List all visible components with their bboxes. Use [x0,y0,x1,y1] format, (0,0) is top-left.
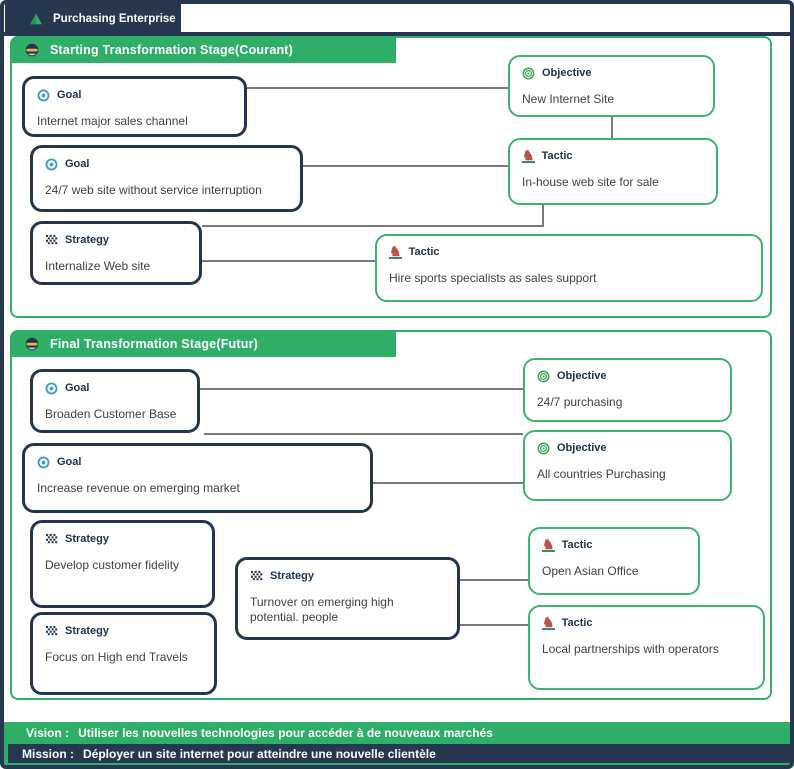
tactic-node-open-asian-office[interactable]: ♞ Tactic Open Asian Office [528,527,700,595]
node-type-label: Goal [57,89,82,101]
vision-bar: Vision : Utiliser les nouvelles technolo… [4,722,790,744]
connector-line [303,165,508,167]
goal-node-broaden-customer-base[interactable]: Goal Broaden Customer Base [30,369,200,433]
node-type-label: Tactic [561,539,593,551]
strategy-node-customer-fidelity[interactable]: Strategy Develop customer fidelity [30,520,215,608]
node-text: Focus on High end Travels [45,650,188,664]
goal-icon [45,382,58,395]
node-text: Local partnerships with operators [542,642,719,656]
node-text: Internet major sales channel [37,114,188,128]
goal-icon [37,89,50,102]
node-type-label: Goal [65,158,90,170]
tactic-node-hire-sports-specialists[interactable]: ♞ Tactic Hire sports specialists as sale… [375,234,763,302]
node-text: Turnover on emerging high potential. peo… [250,595,394,624]
mission-bar: Mission : Déployer un site internet pour… [8,744,790,763]
node-type-label: Goal [57,456,82,468]
tactic-icon: ♞ [389,243,402,259]
node-text: All countries Purchasing [537,467,666,481]
section-final-title: Final Transformation Stage(Futur) [50,336,258,351]
node-text: Broaden Customer Base [45,407,177,421]
node-type-label: Strategy [65,625,110,637]
enterprise-icon [29,12,43,26]
strategy-node-internalize-web[interactable]: Strategy Internalize Web site [30,221,202,285]
goal-node-247-website[interactable]: Goal 24/7 web site without service inter… [30,145,303,212]
top-separator [4,32,790,36]
objective-icon [537,442,550,455]
node-text: In-house web site for sale [522,175,659,189]
tactic-icon: ♞ [542,614,555,630]
objective-icon [522,67,535,80]
tactic-node-inhouse-website[interactable]: ♞ Tactic In-house web site for sale [508,138,718,205]
mission-text: Déployer un site internet pour atteindre… [83,746,436,761]
section-starting-title: Starting Transformation Stage(Courant) [50,42,294,57]
node-type-label: Tactic [541,150,573,162]
stage-icon [25,337,39,351]
goal-icon [45,158,58,171]
node-type-label: Strategy [65,234,110,246]
objective-node-247-purchasing[interactable]: Objective 24/7 purchasing [523,358,732,422]
node-type-label: Tactic [408,246,440,258]
node-type-label: Strategy [270,570,315,582]
node-text: New Internet Site [522,92,615,106]
node-text: Develop customer fidelity [45,558,180,572]
node-text: 24/7 purchasing [537,395,623,409]
tactic-icon: ♞ [542,536,555,552]
node-text: Increase revenue on emerging market [37,481,240,495]
node-text: 24/7 web site without service interrupti… [45,183,262,197]
connector-line [202,225,544,227]
node-text: Internalize Web site [45,259,151,273]
connector-line [373,482,523,484]
node-text: Hire sports specialists as sales support [389,271,597,285]
objective-node-all-countries[interactable]: Objective All countries Purchasing [523,430,732,501]
strategy-icon [45,234,58,247]
strategy-icon [45,533,58,546]
node-type-label: Objective [557,370,607,382]
strategy-node-high-end-travels[interactable]: Strategy Focus on High end Travels [30,612,217,695]
node-type-label: Goal [65,382,90,394]
enterprise-title: Purchasing Enterprise [53,12,176,25]
strategy-icon [45,625,58,638]
connector-line [611,117,613,138]
connector-line [460,624,528,626]
connector-line [247,87,508,89]
vision-text: Utiliser les nouvelles technologies pour… [78,726,493,740]
connector-line [202,260,375,262]
connector-line [542,205,544,226]
strategy-node-turnover-emerging[interactable]: Strategy Turnover on emerging high poten… [235,557,460,640]
enterprise-tab[interactable]: Purchasing Enterprise [5,4,181,33]
vision-label: Vision : [26,726,70,740]
section-final-header[interactable]: Final Transformation Stage(Futur) [10,330,396,357]
section-starting-header[interactable]: Starting Transformation Stage(Courant) [10,36,396,63]
connector-line [204,433,523,435]
node-type-label: Tactic [561,617,593,629]
strategy-icon [250,570,263,583]
stage-icon [25,43,39,57]
tactic-icon: ♞ [522,147,535,163]
mission-label: Mission : [22,746,75,761]
node-type-label: Objective [542,67,592,79]
connector-line [460,579,528,581]
node-type-label: Strategy [65,533,110,545]
goal-icon [37,456,50,469]
connector-line [200,388,523,390]
node-type-label: Objective [557,442,607,454]
goal-node-internet-major-sales[interactable]: Goal Internet major sales channel [22,76,247,137]
objective-icon [537,370,550,383]
goal-node-increase-revenue[interactable]: Goal Increase revenue on emerging market [22,443,373,513]
objective-node-new-internet-site[interactable]: Objective New Internet Site [508,55,715,117]
node-text: Open Asian Office [542,564,639,578]
tactic-node-local-partnerships[interactable]: ♞ Tactic Local partnerships with operato… [528,605,765,690]
